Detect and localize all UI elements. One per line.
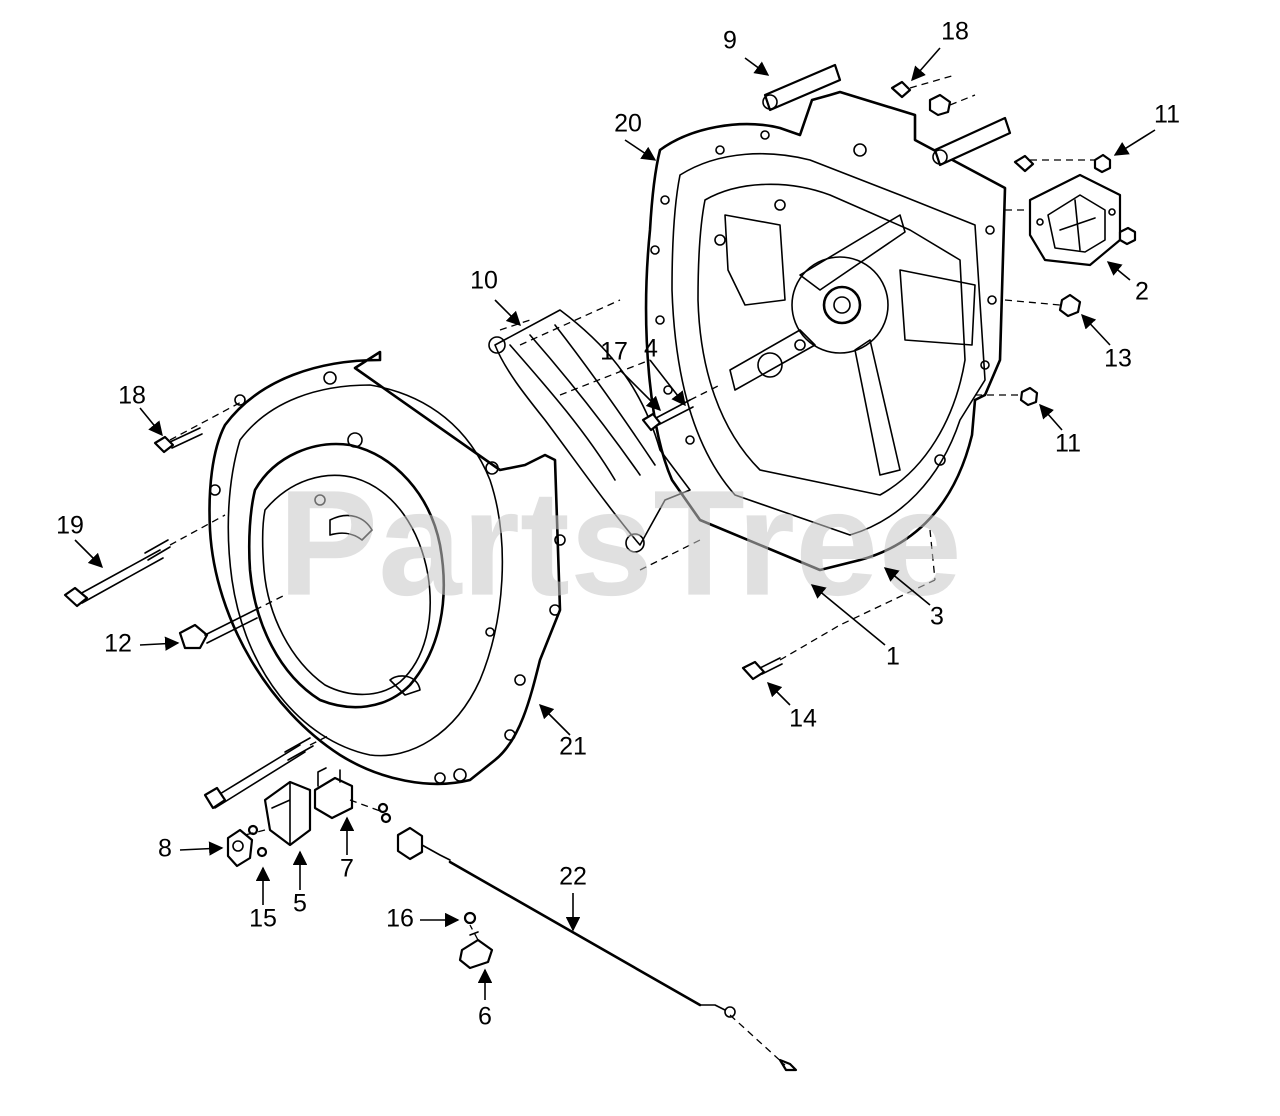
callout-labels: 9 18 20 11 2 13 11 10 17 4 18 19 12 1 3 …	[56, 18, 1180, 1031]
assembly-lines	[169, 74, 1095, 1066]
callout-5: 5	[293, 890, 307, 918]
long-bolt	[63, 539, 171, 608]
screw-left	[153, 427, 203, 454]
blower-housing-front	[208, 350, 566, 786]
callout-8: 8	[158, 835, 172, 863]
callout-7: 7	[340, 855, 354, 883]
switch-7	[313, 767, 354, 820]
baffle-strip	[488, 309, 691, 553]
callout-12: 12	[104, 630, 132, 658]
cable-clamp	[458, 911, 494, 970]
callout-21: 21	[559, 733, 587, 761]
callout-18-top: 18	[941, 18, 969, 46]
screw-bottom	[778, 1058, 798, 1072]
callout-17: 17	[600, 338, 628, 366]
callout-15: 15	[249, 905, 277, 933]
callout-18-left: 18	[118, 382, 146, 410]
callout-19: 19	[56, 512, 84, 540]
screw-14	[741, 657, 783, 681]
callout-9: 9	[723, 27, 737, 55]
callout-6: 6	[478, 1003, 492, 1031]
wire-harness	[396, 826, 736, 1018]
nut-small-pair	[377, 802, 392, 824]
nut-hardware-right	[890, 80, 1137, 407]
callout-22: 22	[559, 863, 587, 891]
washer-small	[247, 824, 259, 836]
callout-10: 10	[470, 267, 498, 295]
callout-14: 14	[789, 705, 817, 733]
seal-strip-pair	[762, 63, 1012, 167]
watermark: PartsTree	[278, 459, 962, 627]
leader-arrows	[74, 47, 1156, 1000]
callout-11-bottom: 11	[1055, 430, 1081, 458]
callout-3: 3	[930, 603, 944, 631]
long-bolt-lower	[203, 737, 314, 810]
cover-plate	[1028, 173, 1122, 267]
callout-1: 1	[886, 643, 900, 671]
blower-housing-rear	[644, 90, 1007, 572]
callout-16: 16	[386, 905, 414, 933]
callout-11-top: 11	[1154, 101, 1180, 129]
callout-20: 20	[614, 110, 642, 138]
callout-13: 13	[1104, 345, 1132, 373]
clip-8	[226, 828, 254, 868]
stud-knob	[178, 609, 258, 650]
callout-2: 2	[1135, 278, 1149, 306]
bracket-5	[263, 780, 312, 847]
washer-15	[256, 846, 268, 858]
callout-4: 4	[644, 335, 658, 363]
